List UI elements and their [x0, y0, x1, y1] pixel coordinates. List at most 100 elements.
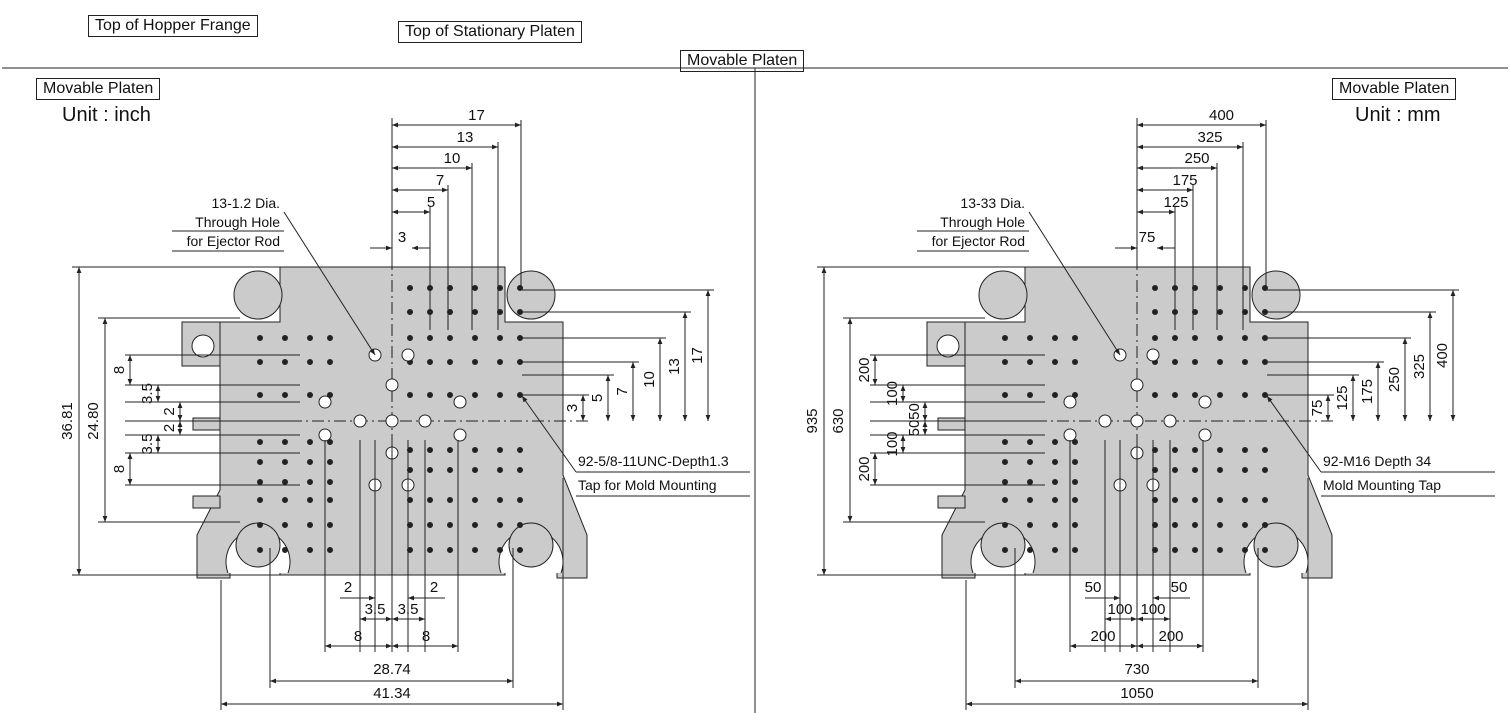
- tap-hole-icon: [517, 359, 523, 365]
- tap-hole-icon: [1052, 522, 1058, 528]
- tap-hole-icon: [472, 497, 478, 503]
- right-vertical-label: 175: [1359, 379, 1376, 404]
- mm-unit-label: Unit : mm: [1355, 104, 1441, 126]
- left-vertical-label: 2: [161, 424, 178, 432]
- tap-hole-icon: [447, 335, 453, 341]
- ejector-hole-icon: [453, 395, 467, 409]
- tap-hole-icon: [1262, 547, 1268, 553]
- ejector-hole-icon: [385, 414, 399, 428]
- tap-hole-icon: [1172, 467, 1178, 473]
- bracket-hole-icon: [936, 334, 960, 358]
- ejector-hole-icon: [1163, 414, 1177, 428]
- tie-bar-icon: [978, 270, 1028, 320]
- tap-hole-icon: [257, 497, 263, 503]
- tap-hole-icon: [517, 522, 523, 528]
- tap-hole-icon: [1192, 547, 1198, 553]
- left-vertical-label: 8: [111, 465, 128, 473]
- tap-hole-icon: [1242, 359, 1248, 365]
- tap-hole-icon: [1002, 359, 1008, 365]
- top-dimension-label: 3: [398, 229, 406, 246]
- tap-hole-icon: [1262, 467, 1268, 473]
- tap-hole-icon: [1052, 392, 1058, 398]
- tap-hole-icon: [327, 497, 333, 503]
- tap-hole-icon: [427, 467, 433, 473]
- bottom-small-label: 2: [430, 579, 438, 596]
- locating-key: [192, 417, 221, 431]
- tap-hole-icon: [1172, 392, 1178, 398]
- tap-hole-icon: [1002, 439, 1008, 445]
- left-vertical-label: 100: [884, 431, 901, 456]
- tap-hole-icon: [427, 359, 433, 365]
- tap-hole-icon: [1262, 359, 1268, 365]
- tap-hole-icon: [517, 467, 523, 473]
- tap-hole-icon: [1242, 392, 1248, 398]
- tap-hole-icon: [1172, 359, 1178, 365]
- tie-bar-icon: [508, 522, 554, 568]
- left-vertical-label: 3.5: [139, 434, 156, 455]
- tap-hole-icon: [1072, 439, 1078, 445]
- bottom-eight-label: 200: [1090, 628, 1115, 645]
- tap-hole-icon: [282, 439, 288, 445]
- tap-hole-icon: [472, 522, 478, 528]
- tap-hole-icon: [517, 392, 523, 398]
- tap-hole-icon: [1217, 359, 1223, 365]
- left-vertical-label: 8: [111, 366, 128, 374]
- tap-note-line: 92-5/8-11UNC-Depth1.3: [578, 453, 729, 469]
- tap-hole-icon: [427, 335, 433, 341]
- right-vertical-label: 10: [641, 371, 658, 388]
- tap-hole-icon: [257, 459, 263, 465]
- center-movable-platen-label: Movable Platen: [680, 50, 805, 72]
- right-vertical-label: 325: [1411, 354, 1428, 379]
- tap-hole-icon: [1072, 392, 1078, 398]
- tap-hole-icon: [1152, 335, 1158, 341]
- tie-bar-height-label: 630: [830, 408, 847, 433]
- tap-hole-icon: [447, 447, 453, 453]
- tap-hole-icon: [307, 439, 313, 445]
- tap-hole-icon: [307, 522, 313, 528]
- tap-hole-icon: [282, 392, 288, 398]
- tap-hole-icon: [1217, 497, 1223, 503]
- right-vertical-label: 250: [1386, 367, 1403, 392]
- tap-hole-icon: [307, 497, 313, 503]
- tap-hole-icon: [1052, 335, 1058, 341]
- ejector-hole-icon: [318, 395, 332, 409]
- tap-hole-icon: [497, 447, 503, 453]
- tie-bar-icon: [233, 270, 283, 320]
- tap-hole-icon: [1002, 335, 1008, 341]
- tap-hole-icon: [447, 467, 453, 473]
- tap-hole-icon: [472, 285, 478, 291]
- tap-hole-icon: [1152, 309, 1158, 315]
- ejector-hole-icon: [385, 378, 399, 392]
- locating-key: [937, 495, 966, 509]
- tap-hole-icon: [517, 309, 523, 315]
- tap-hole-icon: [1027, 439, 1033, 445]
- tap-hole-icon: [1262, 285, 1268, 291]
- tap-hole-icon: [1072, 359, 1078, 365]
- tap-hole-icon: [1027, 547, 1033, 553]
- tap-hole-icon: [1262, 335, 1268, 341]
- tap-hole-icon: [447, 497, 453, 503]
- tap-hole-icon: [257, 522, 263, 528]
- tap-hole-icon: [1027, 459, 1033, 465]
- tap-hole-icon: [1192, 497, 1198, 503]
- top-dimension-label: 125: [1163, 194, 1188, 211]
- ejector-hole-icon: [1063, 428, 1077, 442]
- tap-hole-icon: [497, 467, 503, 473]
- left-vertical-label: 2: [161, 407, 178, 415]
- tap-hole-icon: [497, 359, 503, 365]
- leader-line: [283, 211, 376, 356]
- top-dimension-label: 17: [468, 107, 485, 124]
- tap-hole-icon: [1002, 479, 1008, 485]
- tap-hole-icon: [1172, 335, 1178, 341]
- top-dimension-label: 175: [1172, 172, 1197, 189]
- tap-hole-icon: [497, 392, 503, 398]
- tap-hole-icon: [1192, 447, 1198, 453]
- tap-hole-icon: [327, 547, 333, 553]
- tap-hole-icon: [327, 479, 333, 485]
- tap-hole-icon: [1262, 522, 1268, 528]
- tap-hole-icon: [282, 359, 288, 365]
- top-dimension-label: 250: [1184, 150, 1209, 167]
- tap-hole-icon: [1052, 439, 1058, 445]
- ejector-hole-icon: [1198, 428, 1212, 442]
- tap-hole-icon: [472, 359, 478, 365]
